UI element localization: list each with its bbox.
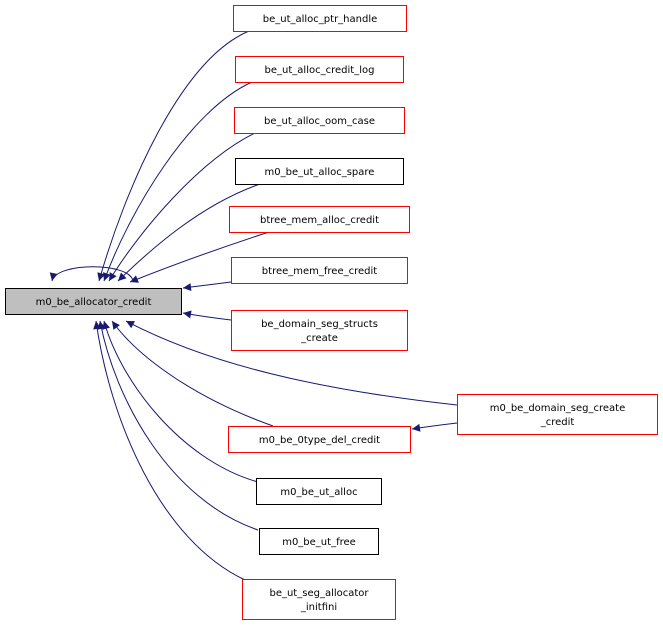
node-label: btree_mem_free_credit	[262, 266, 377, 277]
node-btree_mem_alloc_credit[interactable]: btree_mem_alloc_credit	[229, 206, 410, 233]
node-box	[256, 478, 382, 505]
node-m0_be_ut_free[interactable]: m0_be_ut_free	[259, 528, 379, 555]
node-label: be_ut_alloc_credit_log	[265, 65, 375, 76]
node-label: _initfini	[300, 602, 337, 613]
node-box	[229, 206, 410, 233]
node-label: btree_mem_alloc_credit	[260, 215, 379, 226]
node-box	[228, 426, 411, 453]
edge-m0_be_domain_seg_create_credit-to-m0_be_allocator_credit	[125, 320, 458, 406]
node-label: be_ut_alloc_oom_case	[264, 116, 375, 127]
edge-m0_be_ut_free-to-m0_be_allocator_credit	[97, 320, 259, 531]
node-m0_be_0type_del_credit[interactable]: m0_be_0type_del_credit	[228, 426, 411, 453]
node-label: m0_be_ut_free	[282, 537, 356, 548]
node-label: be_ut_seg_allocator	[269, 588, 369, 599]
node-box	[235, 56, 404, 83]
edge-m0_be_0type_del_credit-to-m0_be_allocator_credit	[111, 320, 274, 427]
edge-m0_be_ut_alloc_spare-to-m0_be_allocator_credit	[117, 183, 261, 282]
node-be_ut_seg_allocator_initfini[interactable]: be_ut_seg_allocator _initfini	[242, 579, 396, 620]
edge-m0_be_domain_seg_create_credit-to-m0_be_0type_del_credit	[411, 422, 458, 432]
node-be_ut_alloc_ptr_handle[interactable]: be_ut_alloc_ptr_handle	[233, 5, 407, 32]
node-m0_be_allocator_credit: m0_be_allocator_credit	[5, 288, 182, 315]
node-box	[231, 310, 408, 351]
edge-be_ut_seg_allocator_initfini-to-m0_be_allocator_credit	[93, 320, 246, 581]
node-box	[234, 107, 405, 134]
node-label: be_domain_seg_structs	[261, 319, 378, 330]
node-be_ut_alloc_oom_case[interactable]: be_ut_alloc_oom_case	[234, 107, 405, 134]
node-be_domain_seg_structs_create[interactable]: be_domain_seg_structs _create	[231, 310, 408, 351]
node-label: _credit	[540, 417, 575, 428]
edge-btree_mem_free_credit-to-m0_be_allocator_credit	[182, 281, 232, 292]
edge-be_ut_alloc_credit_log-to-m0_be_allocator_credit	[102, 81, 253, 282]
node-be_ut_alloc_credit_log[interactable]: be_ut_alloc_credit_log	[235, 56, 404, 83]
node-m0_be_domain_seg_create_credit[interactable]: m0_be_domain_seg_create _credit	[457, 394, 658, 435]
node-btree_mem_free_credit[interactable]: btree_mem_free_credit	[231, 257, 408, 284]
edges-layer	[49, 30, 458, 581]
node-box	[457, 394, 658, 435]
node-box	[235, 158, 404, 185]
node-label: m0_be_ut_alloc	[280, 487, 357, 498]
edge-be_ut_alloc_oom_case-to-m0_be_allocator_credit	[108, 132, 256, 282]
node-box	[242, 579, 396, 620]
nodes-layer: m0_be_allocator_credit be_ut_alloc_ptr_ha…	[5, 5, 658, 620]
node-label: be_ut_alloc_ptr_handle	[263, 14, 378, 25]
node-label: m0_be_ut_alloc_spare	[265, 167, 375, 178]
node-box	[5, 288, 182, 315]
node-box	[231, 257, 408, 284]
edge-be_domain_seg_structs_create-to-m0_be_allocator_credit	[182, 310, 232, 321]
node-label: m0_be_allocator_credit	[36, 297, 152, 308]
node-box	[233, 5, 407, 32]
node-m0_be_ut_alloc[interactable]: m0_be_ut_alloc	[256, 478, 382, 505]
edge-m0_be_ut_alloc-to-m0_be_allocator_credit	[102, 320, 259, 483]
edge-be_ut_alloc_ptr_handle-to-m0_be_allocator_credit	[97, 30, 250, 282]
node-label: m0_be_0type_del_credit	[259, 435, 380, 446]
edge-btree_mem_alloc_credit-to-m0_be_allocator_credit	[129, 231, 270, 283]
node-m0_be_ut_alloc_spare[interactable]: m0_be_ut_alloc_spare	[235, 158, 404, 185]
node-box	[259, 528, 379, 555]
edge-m0_be_allocator_credit-to-m0_be_allocator_credit	[49, 266, 134, 282]
node-label: _create	[300, 333, 338, 344]
node-label: m0_be_domain_seg_create	[490, 403, 626, 414]
